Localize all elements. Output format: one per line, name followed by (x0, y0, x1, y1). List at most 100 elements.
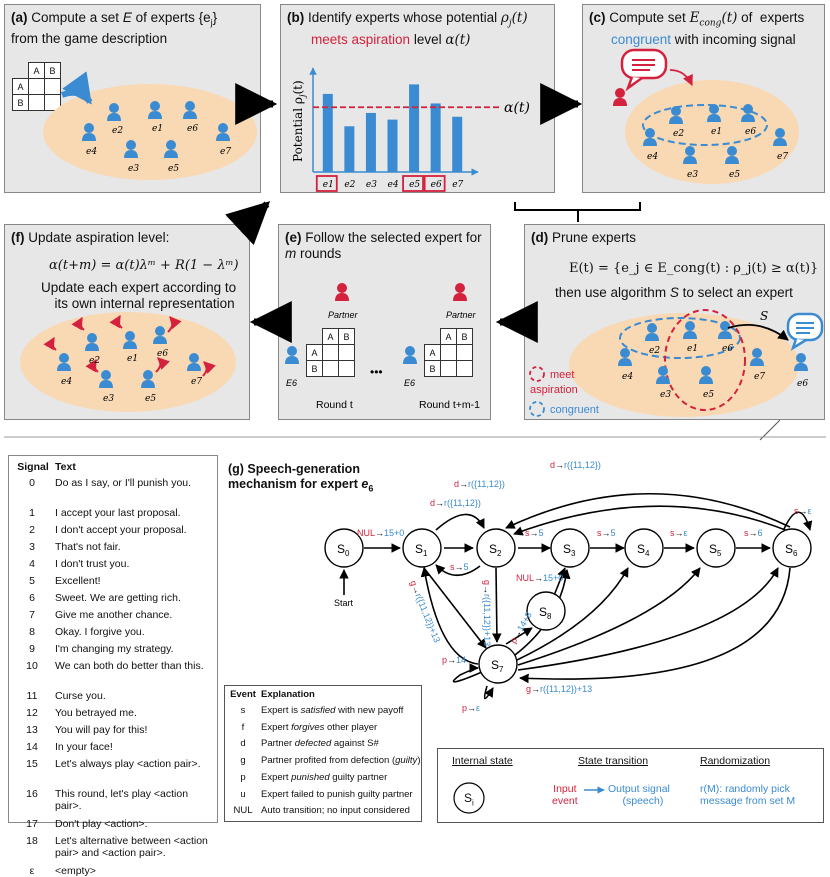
signal-text: Let's alternative between <action pair> … (55, 835, 208, 859)
signal-number: 5 (29, 575, 35, 587)
signal-text: Let's always play <action pair>. (55, 758, 201, 770)
signal-number: 14 (26, 741, 38, 753)
svg-text:e3: e3 (660, 390, 671, 400)
svg-text:e1: e1 (152, 124, 163, 134)
signal-number: 4 (29, 558, 35, 570)
state-label-s5: S5 (709, 542, 722, 558)
signal-text: I don't accept your proposal. (55, 524, 187, 536)
svg-text:e7: e7 (220, 147, 231, 157)
state-label-s1: S1 (415, 542, 428, 558)
selected-expert-label: e6 (797, 379, 808, 389)
round2-label: Round t+m-1 (419, 399, 480, 411)
signal-text: <empty> (55, 865, 96, 877)
event-code: f (241, 721, 245, 733)
tick-label-e4: e4 (388, 180, 399, 190)
round1-label: Round t (316, 399, 353, 411)
transition-label-t66: s→ε (794, 506, 812, 516)
tick-label-e1: e1 (323, 180, 334, 190)
signal-text: Don't play <action>. (55, 818, 148, 830)
partner-icon-e1 (335, 283, 349, 301)
svg-text:e7: e7 (191, 377, 202, 387)
svg-text:e1: e1 (711, 127, 722, 137)
transition-label-t27: g→r({11,12})+13 (482, 580, 492, 646)
state-node-s4 (624, 528, 664, 568)
chart-y-label: Potential ρj(t) (291, 80, 307, 162)
signal-number: 13 (26, 724, 38, 736)
signal-number: 7 (29, 609, 35, 621)
event-explanation: Auto transition; no input considered (261, 805, 410, 817)
svg-text:e6: e6 (722, 344, 733, 354)
highlight-box-e1 (315, 175, 338, 192)
start-label: Start (334, 598, 354, 608)
expert-pool-a (43, 84, 257, 180)
bar-e2 (344, 126, 355, 172)
svg-text:e3: e3 (128, 164, 139, 174)
state-label-s7: S7 (491, 658, 504, 674)
expert-icon-e1 (285, 346, 299, 364)
bracket-c-d (514, 202, 641, 222)
state-label-s4: S4 (637, 542, 650, 558)
transition-label-t1a: d→r({11,12}) (430, 498, 481, 508)
legend-state-label: Si (464, 791, 474, 808)
svg-text:e2: e2 (649, 346, 660, 356)
state-label-s6: S6 (785, 542, 798, 558)
legend-meet-icon (529, 366, 545, 382)
event-code: p (240, 771, 246, 783)
transition-label-t7p: p→14 (442, 655, 466, 665)
legend-col-randomization: Randomization (700, 755, 771, 767)
event-explanation: Expert punished guilty partner (261, 771, 388, 783)
state-label-s2: S2 (489, 542, 502, 558)
highlight-box-e5 (402, 175, 424, 192)
svg-text:e5: e5 (703, 390, 714, 400)
expert-pool-c (625, 80, 799, 184)
svg-text:e2: e2 (89, 356, 100, 366)
tick-label-e5: e5 (409, 180, 420, 190)
state-legend: Internal state State transition Randomiz… (437, 748, 824, 823)
signal-number: 12 (26, 707, 38, 719)
signal-number: 10 (26, 660, 38, 672)
partner-label-e1: Partner (328, 310, 359, 320)
state-node-s6 (772, 528, 812, 568)
event-code: d (240, 738, 246, 750)
flow-arrow-f-b (225, 201, 271, 246)
transition-label-t01: NUL→15+0 (357, 528, 404, 538)
transition-label-t17: g→r({11,12})+13 (408, 579, 442, 644)
partner-label-e2: Partner (446, 310, 477, 320)
expert-label-e1: E6 (286, 378, 297, 388)
expert-pool-f (20, 312, 236, 412)
panel-f-title: (f) Update aspiration level: (11, 230, 170, 245)
panel-d-title: (d) Prune experts (531, 230, 637, 245)
panel-a-title: (a) Compute a set E of experts {ej}from … (11, 10, 218, 46)
svg-text:e5: e5 (168, 164, 179, 174)
transition-label-t56: s→6 (744, 528, 763, 538)
svg-text:e6: e6 (157, 349, 168, 359)
signal-text: Excellent! (55, 575, 101, 587)
svg-text:e4: e4 (61, 377, 72, 387)
svg-text:e5: e5 (145, 394, 156, 404)
transition-label-ttop1: d→r({11,12}) (454, 479, 505, 489)
arrow-to-pool-icon (60, 71, 93, 105)
legend-congruent-icon (529, 401, 545, 417)
transition-label-t45: s→ε (670, 528, 688, 538)
tick-label-e7: e7 (452, 180, 463, 190)
svg-text:e1: e1 (127, 354, 138, 364)
transition-label-t83: NUL→15+0 (516, 573, 563, 583)
signal-number: 15 (26, 758, 38, 770)
signal-arrow-icon (669, 69, 693, 86)
state-node-s8 (526, 591, 566, 631)
signal-number: 3 (29, 541, 35, 553)
tick-label-e6: e6 (431, 180, 442, 190)
svg-text:e4: e4 (86, 147, 97, 157)
state-node-s0 (324, 528, 364, 568)
